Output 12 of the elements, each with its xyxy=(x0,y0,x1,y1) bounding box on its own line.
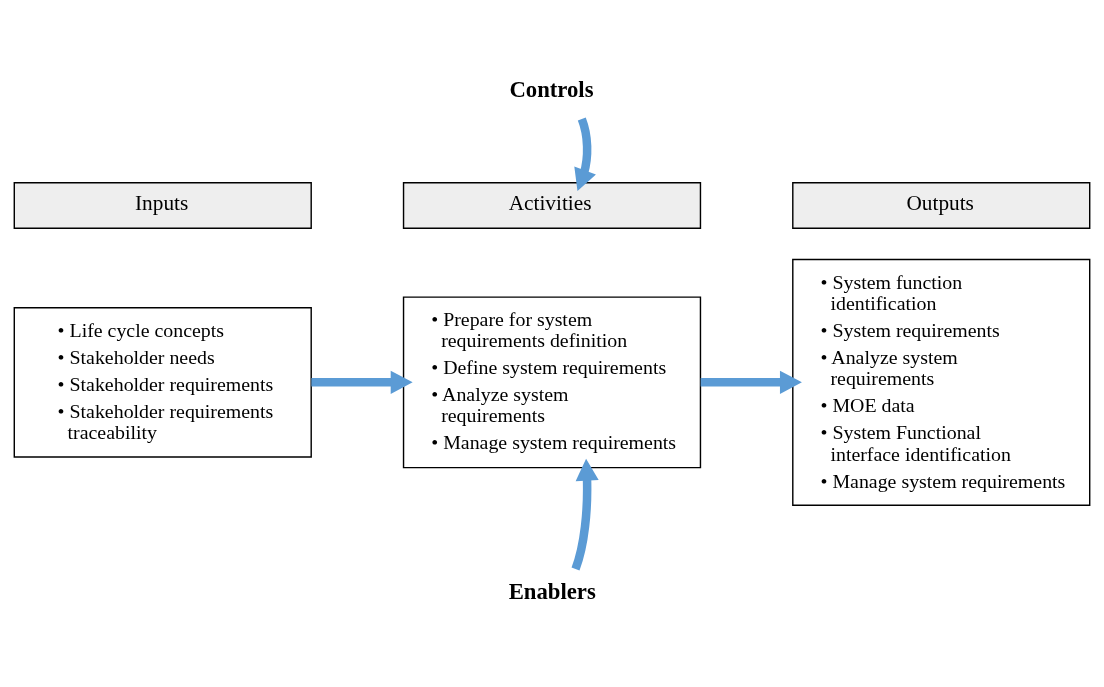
arrow xyxy=(571,458,599,570)
node-text: Controls xyxy=(509,76,594,102)
node-box: • Prepare for system requirements definition • Define system requirements • Analyze system requirements • Manage system requirements xyxy=(402,295,702,468)
node-box: • Life cycle concepts • Stakeholder needs • Stakeholder requirements • Stakeholder requirements traceability xyxy=(13,306,312,458)
arrow xyxy=(311,370,413,394)
arrow xyxy=(574,117,596,191)
arrow xyxy=(700,370,802,394)
node-box: Activities xyxy=(402,181,702,229)
node-text: Enablers xyxy=(508,578,596,604)
node-box: • System function identification • System requirements • Analyze system requirements • MOE data • System Functional interface identification • Manage system requirements xyxy=(792,258,1091,506)
node-box: Inputs xyxy=(13,181,312,229)
node-box: Outputs xyxy=(792,181,1091,229)
